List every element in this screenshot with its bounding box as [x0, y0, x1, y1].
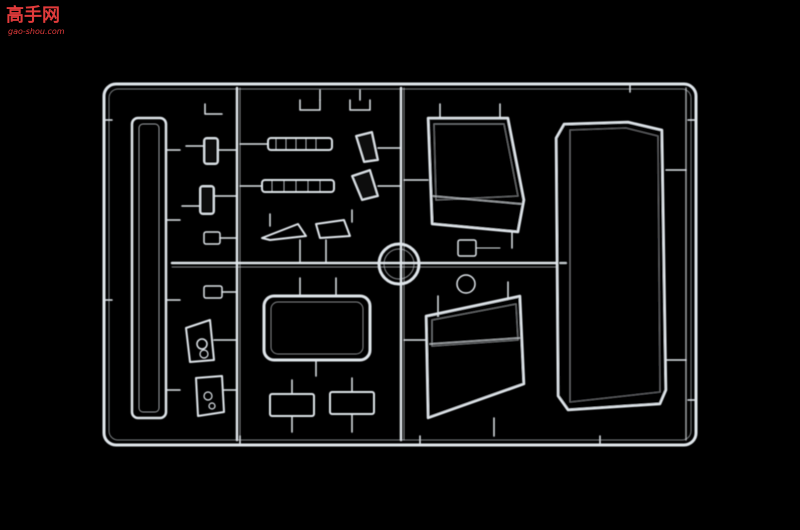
watermark-text: 高手网: [6, 5, 60, 26]
part-small-bracket-2: [203, 285, 238, 299]
part-small-frame-right: [329, 377, 375, 433]
part-side-mirror-upper: [355, 131, 402, 163]
sprue-frame-outer: [102, 82, 698, 447]
site-watermark-logo: 高手网 gao-shou.com: [6, 6, 72, 40]
part-door-window-lower: [403, 281, 526, 437]
watermark-url: gao-shou.com: [8, 27, 65, 36]
part-rear-window: [262, 277, 372, 377]
part-windshield: [554, 120, 687, 412]
part-wiper-pair: [261, 209, 353, 264]
part-mirror-upper-left: [185, 137, 238, 165]
part-small-frame-left: [269, 379, 315, 433]
part-door-window-upper: [403, 103, 526, 249]
part-mirror-lower-left: [181, 185, 238, 215]
part-light-bar-upper: [239, 137, 333, 151]
sprue-hub-ring: [377, 242, 421, 286]
part-small-bracket-1: [203, 231, 238, 245]
part-badge-plate: [456, 239, 501, 294]
part-long-window-frame: [130, 116, 181, 420]
part-headlight-lens-lower: [195, 375, 238, 417]
part-light-bar-lower: [239, 179, 335, 193]
part-side-mirror-lower: [351, 169, 402, 201]
part-top-clip-row: [204, 89, 371, 115]
part-headlight-lens-upper: [185, 319, 238, 363]
sprue-tabs: [103, 83, 697, 446]
